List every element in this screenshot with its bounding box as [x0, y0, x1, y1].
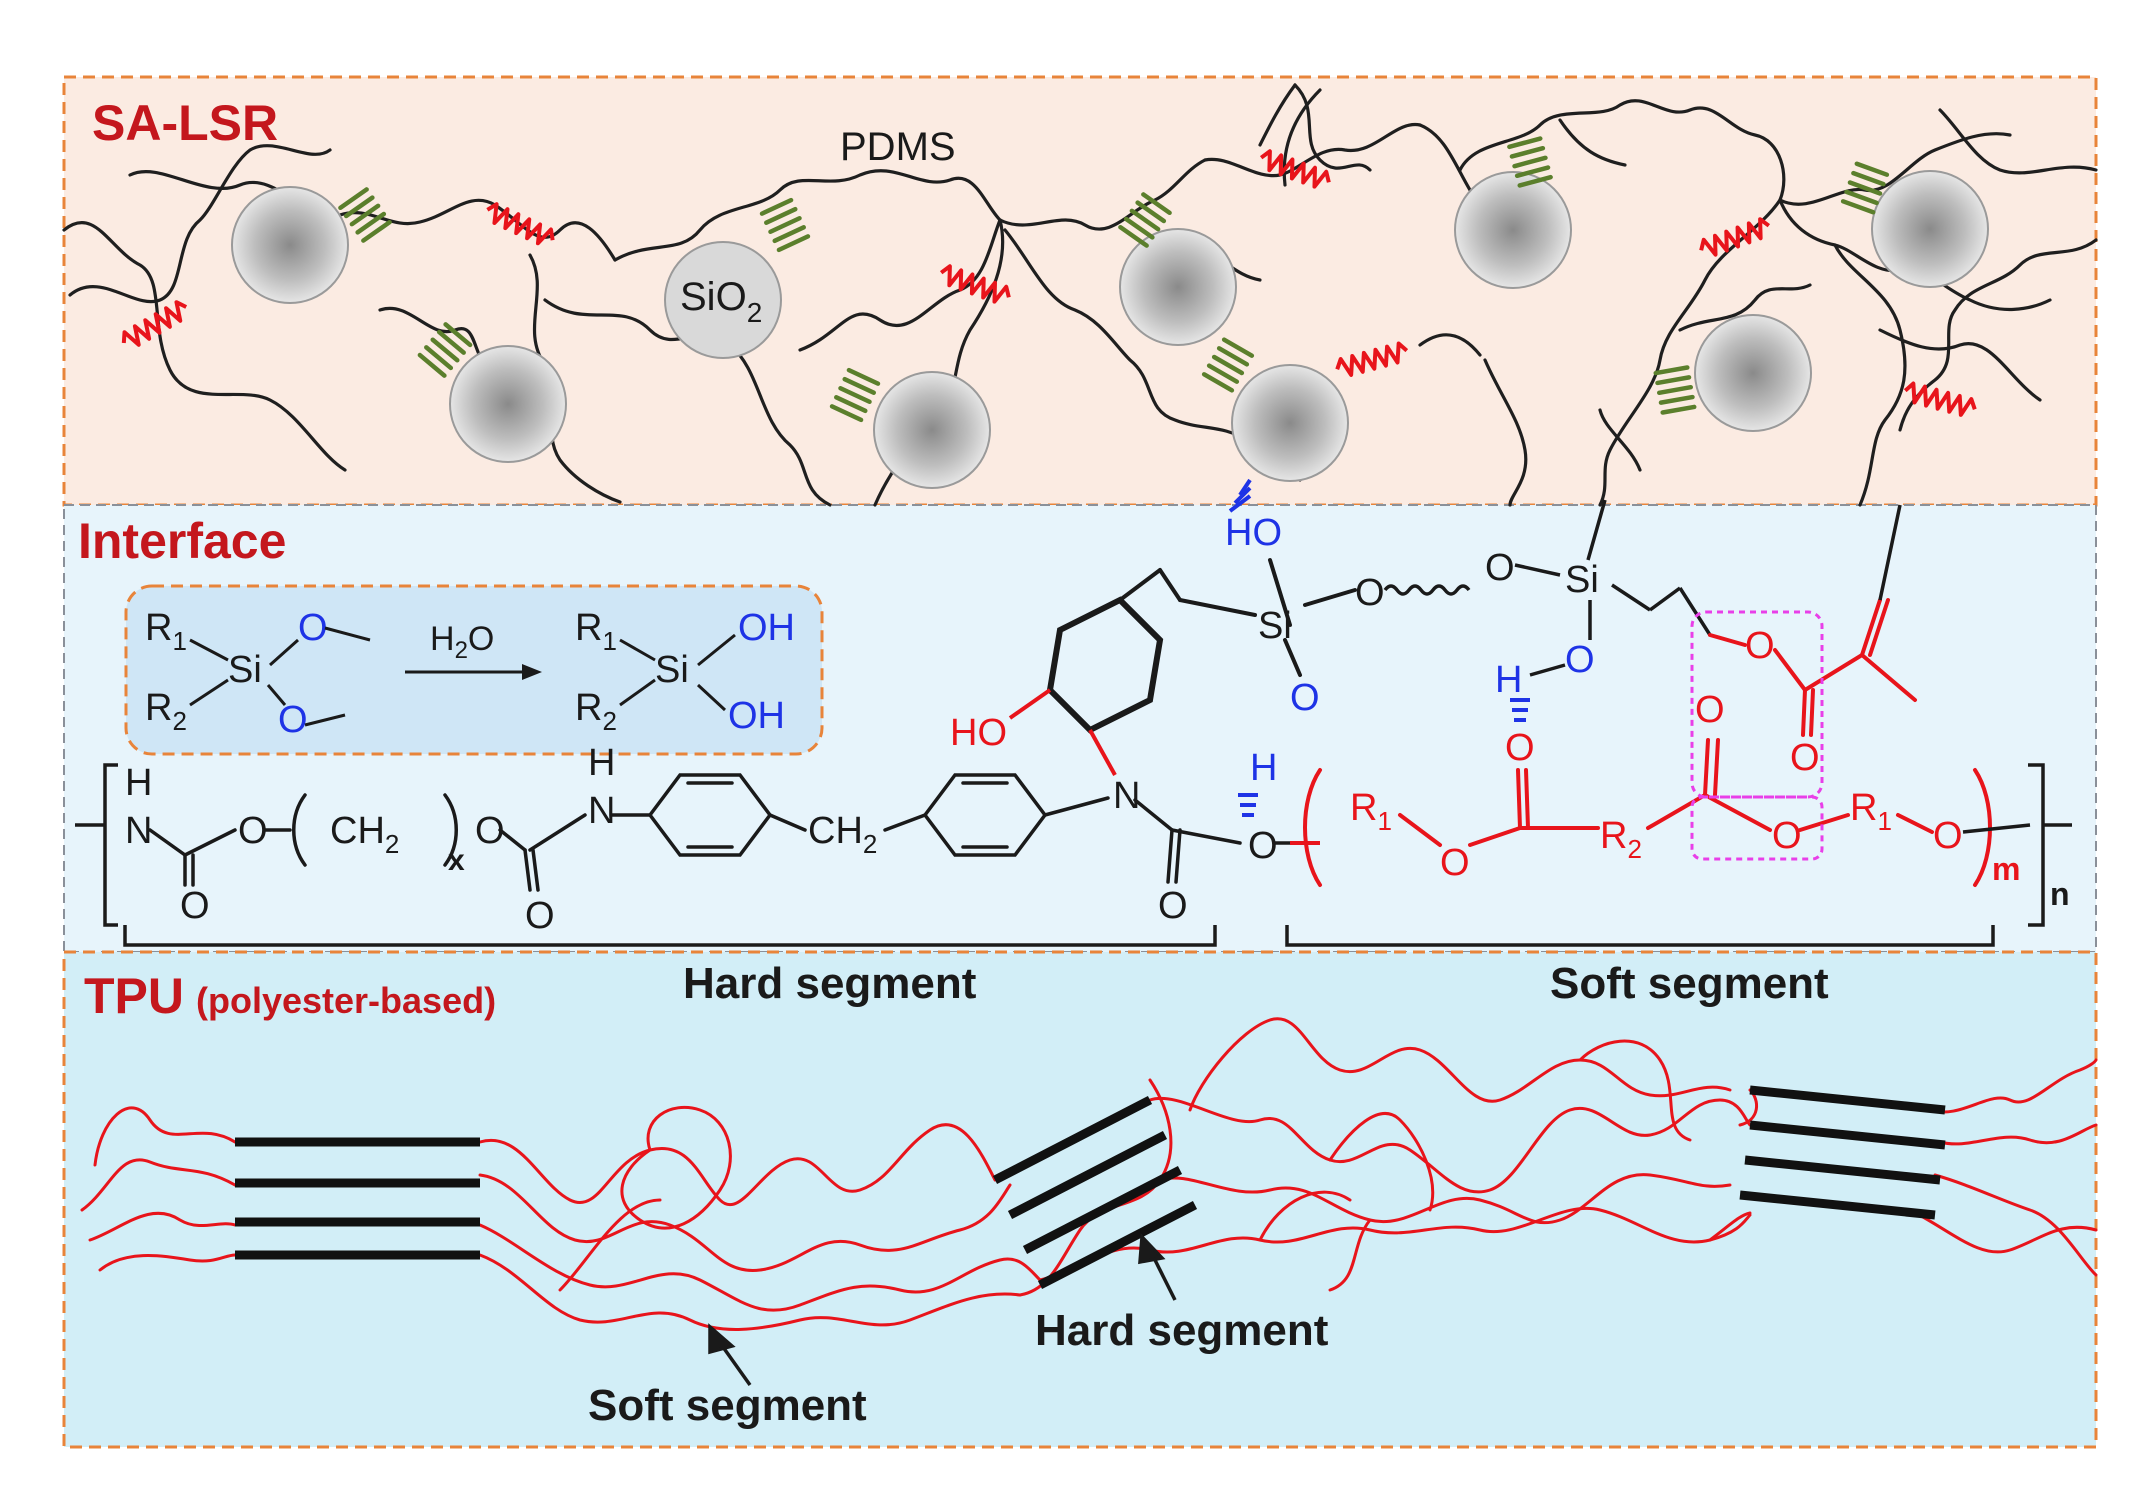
- svg-text:HO: HO: [1225, 512, 1282, 554]
- svg-text:O: O: [1485, 547, 1515, 589]
- hard-segment-pointer-label: Hard segment: [1035, 1306, 1329, 1355]
- hard-segment-structure: H N O O CH2 x O O H N CH2 N O O HO: [125, 712, 1278, 937]
- svg-text:Si: Si: [228, 649, 262, 691]
- panel-title-interface: Interface: [78, 513, 286, 569]
- silica-particles: [231, 170, 1989, 489]
- svg-text:O: O: [238, 810, 268, 852]
- svg-text:CH2: CH2: [330, 810, 399, 859]
- silica-particle: [873, 371, 991, 489]
- svg-text:N: N: [125, 810, 152, 852]
- reaction-arrowhead: [522, 664, 542, 680]
- soft-segment-label: Soft segment: [1550, 959, 1829, 1008]
- silane-interface-atoms: Si O O Si HO O H O H: [1225, 512, 1599, 789]
- tpu-hard-stacks: [235, 1085, 1946, 1289]
- soft-segment-structure: R1 O O R2 O O R1 O m O O: [1350, 625, 2020, 887]
- svg-text:O: O: [1355, 572, 1385, 614]
- ring-to-oh-bond: [1008, 688, 1052, 720]
- svg-text:O: O: [1248, 825, 1278, 867]
- repeat-m: m: [1992, 851, 2020, 887]
- svg-text:O: O: [1695, 689, 1725, 731]
- panel-title-tpu: TPU(polyester-based): [84, 968, 496, 1024]
- svg-text:O: O: [525, 895, 555, 937]
- svg-text:Si: Si: [1258, 605, 1292, 647]
- panel-title-sa-lsr: SA-LSR: [92, 95, 278, 151]
- svg-text:R1: R1: [575, 607, 617, 656]
- svg-text:O: O: [1440, 842, 1470, 884]
- c-o-bond: [1878, 504, 1902, 601]
- svg-text:H: H: [588, 742, 615, 784]
- svg-text:O: O: [1933, 815, 1963, 857]
- hard-segment-label: Hard segment: [683, 959, 977, 1008]
- pointer-arrows: [708, 1232, 1177, 1387]
- svg-text:R2: R2: [575, 687, 617, 736]
- svg-text:H: H: [1250, 747, 1277, 789]
- svg-text:O: O: [180, 885, 210, 927]
- silane-reactant-bonds: [189, 626, 371, 727]
- repeat-n: n: [2050, 876, 2070, 912]
- svg-text:O: O: [1772, 815, 1802, 857]
- silica-particle: [449, 345, 567, 463]
- svg-text:OH: OH: [738, 607, 795, 649]
- sio2-label: SiO2: [680, 275, 762, 328]
- svg-text:N: N: [588, 790, 615, 832]
- silica-particle: [1119, 228, 1237, 346]
- repeat-x: x: [448, 844, 465, 877]
- ester-highlight-lower: [1690, 795, 1824, 861]
- svg-text:R1: R1: [1850, 787, 1892, 836]
- silanol-product-bonds: [619, 633, 736, 712]
- svg-text:O: O: [1745, 625, 1775, 667]
- sa-lsr-panel: [62, 75, 2098, 507]
- chain-end: [1962, 823, 2031, 834]
- silane-interface-bonds: [1383, 499, 1712, 677]
- svg-text:O: O: [1290, 677, 1320, 719]
- hydrogen-bond-hashes: [338, 136, 1890, 423]
- pdms-label: PDMS: [840, 125, 956, 169]
- ring-to-n-bond: [1088, 729, 1117, 776]
- crosslink-zigzags: [121, 149, 1977, 417]
- svg-text:O: O: [1565, 639, 1595, 681]
- svg-text:O: O: [298, 607, 328, 649]
- svg-text:Si: Si: [655, 649, 689, 691]
- silica-particle: [1871, 170, 1989, 288]
- hbond-dashes: [1228, 478, 1530, 817]
- svg-text:N: N: [1113, 775, 1140, 817]
- svg-text:CH2: CH2: [808, 810, 877, 859]
- hard-segment-bonds: [148, 773, 1292, 892]
- water-label: H2O: [430, 620, 494, 664]
- svg-text:O: O: [1790, 737, 1820, 779]
- silica-particle: [1454, 171, 1572, 289]
- svg-text:OH: OH: [728, 695, 785, 737]
- svg-text:H: H: [1495, 659, 1522, 701]
- repeat-brackets: [75, 763, 2072, 947]
- svg-text:H: H: [125, 762, 152, 804]
- hydrolysis-reaction-box: [124, 584, 824, 756]
- silanol-product: R1 R2 Si OH OH: [575, 607, 795, 737]
- svg-text:R1: R1: [145, 607, 187, 656]
- svg-text:O: O: [1158, 885, 1188, 927]
- silica-particle: [231, 186, 349, 304]
- svg-text:O: O: [278, 699, 308, 741]
- tpu-soft-chains: [80, 1017, 2098, 1331]
- soft-segment-pointer-label: Soft segment: [588, 1381, 867, 1430]
- silica-particle: [664, 241, 782, 359]
- svg-text:R2: R2: [145, 687, 187, 736]
- svg-text:O: O: [1505, 727, 1535, 769]
- svg-text:R1: R1: [1350, 787, 1392, 836]
- svg-text:Si: Si: [1565, 559, 1599, 601]
- silane-reactant: R1 R2 Si O O: [145, 607, 328, 741]
- svg-text:HO: HO: [950, 712, 1007, 754]
- svg-text:R2: R2: [1600, 815, 1642, 864]
- silica-particle: [1231, 364, 1349, 482]
- silica-particle: [1694, 314, 1812, 432]
